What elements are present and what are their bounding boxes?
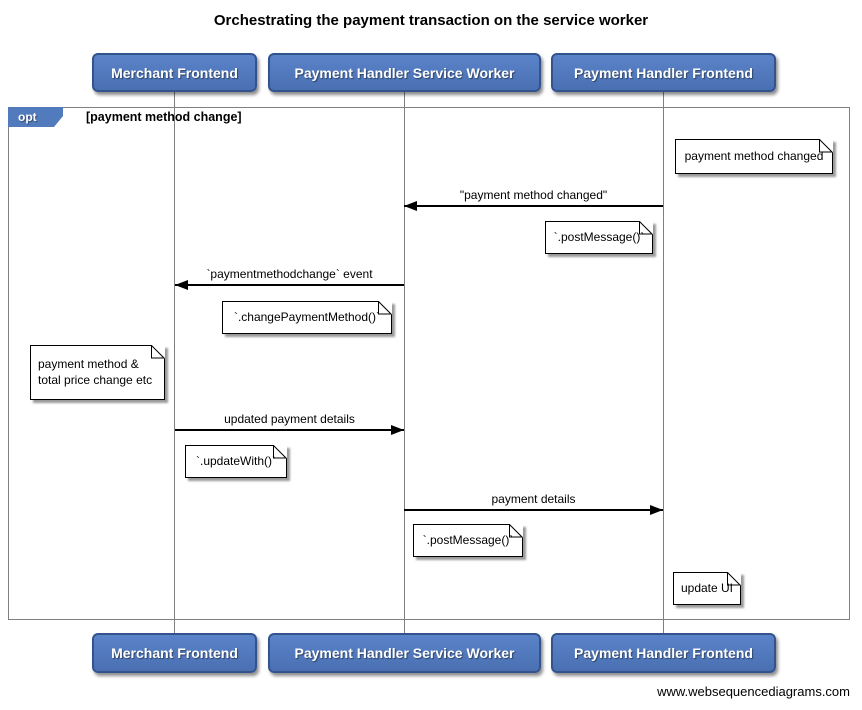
- message-line: [175, 425, 404, 435]
- message-line: [404, 201, 663, 211]
- arrowhead-right-icon: [650, 505, 663, 515]
- note-payment-method-total-price: payment method & total price change etc: [30, 345, 165, 400]
- arrowhead-right-icon: [391, 425, 404, 435]
- arrowhead-left-icon: [404, 201, 417, 211]
- note-text: `.postMessage()`: [553, 229, 645, 244]
- opt-frame-guard: [payment method change]: [86, 110, 242, 124]
- note-change-payment-method: `.changePaymentMethod()`: [222, 301, 392, 334]
- note-post-message-1: `.postMessage()`: [545, 221, 653, 254]
- message-paymentmethodchange-event: `paymentmethodchange` event: [175, 267, 404, 290]
- note-fold-icon: [727, 572, 741, 586]
- note-payment-method-changed: payment method changed: [675, 139, 833, 174]
- message-updated-payment-details: updated payment details: [175, 412, 404, 435]
- arrowhead-left-icon: [175, 280, 188, 290]
- message-payment-method-changed: "payment method changed": [404, 188, 663, 211]
- note-fold-icon: [819, 139, 833, 153]
- actor-merchant-frontend-top: Merchant Frontend: [92, 53, 257, 92]
- note-fold-icon: [509, 524, 523, 538]
- message-label: updated payment details: [224, 412, 355, 426]
- actor-payment-handler-service-worker-top: Payment Handler Service Worker: [268, 53, 541, 92]
- note-fold-icon: [151, 345, 165, 359]
- note-text: `.updateWith()`: [195, 453, 277, 468]
- note-fold-icon: [273, 445, 287, 459]
- message-line: [175, 280, 404, 290]
- actor-payment-handler-frontend-top: Payment Handler Frontend: [551, 53, 776, 92]
- lifeline-merchant-frontend: [174, 92, 175, 633]
- note-fold-icon: [378, 301, 392, 315]
- watermark-websequencediagrams: www.websequencediagrams.com: [657, 684, 850, 699]
- actor-payment-handler-service-worker-bottom: Payment Handler Service Worker: [268, 633, 541, 673]
- actor-label: Merchant Frontend: [111, 645, 238, 661]
- actor-payment-handler-frontend-bottom: Payment Handler Frontend: [551, 633, 776, 673]
- message-label: payment details: [491, 492, 576, 506]
- opt-frame: opt [payment method change]: [8, 107, 850, 620]
- actor-label: Payment Handler Service Worker: [294, 645, 515, 661]
- message-line: [404, 505, 663, 515]
- message-payment-details: payment details: [404, 492, 663, 515]
- actor-merchant-frontend-bottom: Merchant Frontend: [92, 633, 257, 673]
- actor-label: Payment Handler Frontend: [574, 645, 753, 661]
- note-update-ui: update UI: [673, 572, 741, 605]
- note-text: `.postMessage()`: [422, 532, 514, 547]
- actor-label: Payment Handler Frontend: [574, 64, 753, 81]
- note-text: payment method & total price change etc: [38, 356, 153, 387]
- note-text: payment method changed: [684, 148, 824, 163]
- note-fold-icon: [639, 221, 653, 235]
- lifeline-payment-handler-frontend: [663, 92, 664, 633]
- note-update-with: `.updateWith()`: [185, 445, 287, 478]
- actor-label: Payment Handler Service Worker: [294, 64, 515, 81]
- diagram-title: Orchestrating the payment transaction on…: [213, 12, 649, 29]
- lifeline-payment-handler-service-worker: [404, 92, 405, 633]
- opt-frame-operator-tab: opt: [8, 107, 63, 127]
- note-text: update UI: [680, 580, 734, 595]
- message-label: "payment method changed": [459, 188, 608, 202]
- note-post-message-2: `.postMessage()`: [413, 524, 523, 557]
- message-label: `paymentmethodchange` event: [206, 267, 373, 281]
- actor-label: Merchant Frontend: [111, 64, 238, 81]
- note-text: `.changePaymentMethod()`: [233, 309, 381, 324]
